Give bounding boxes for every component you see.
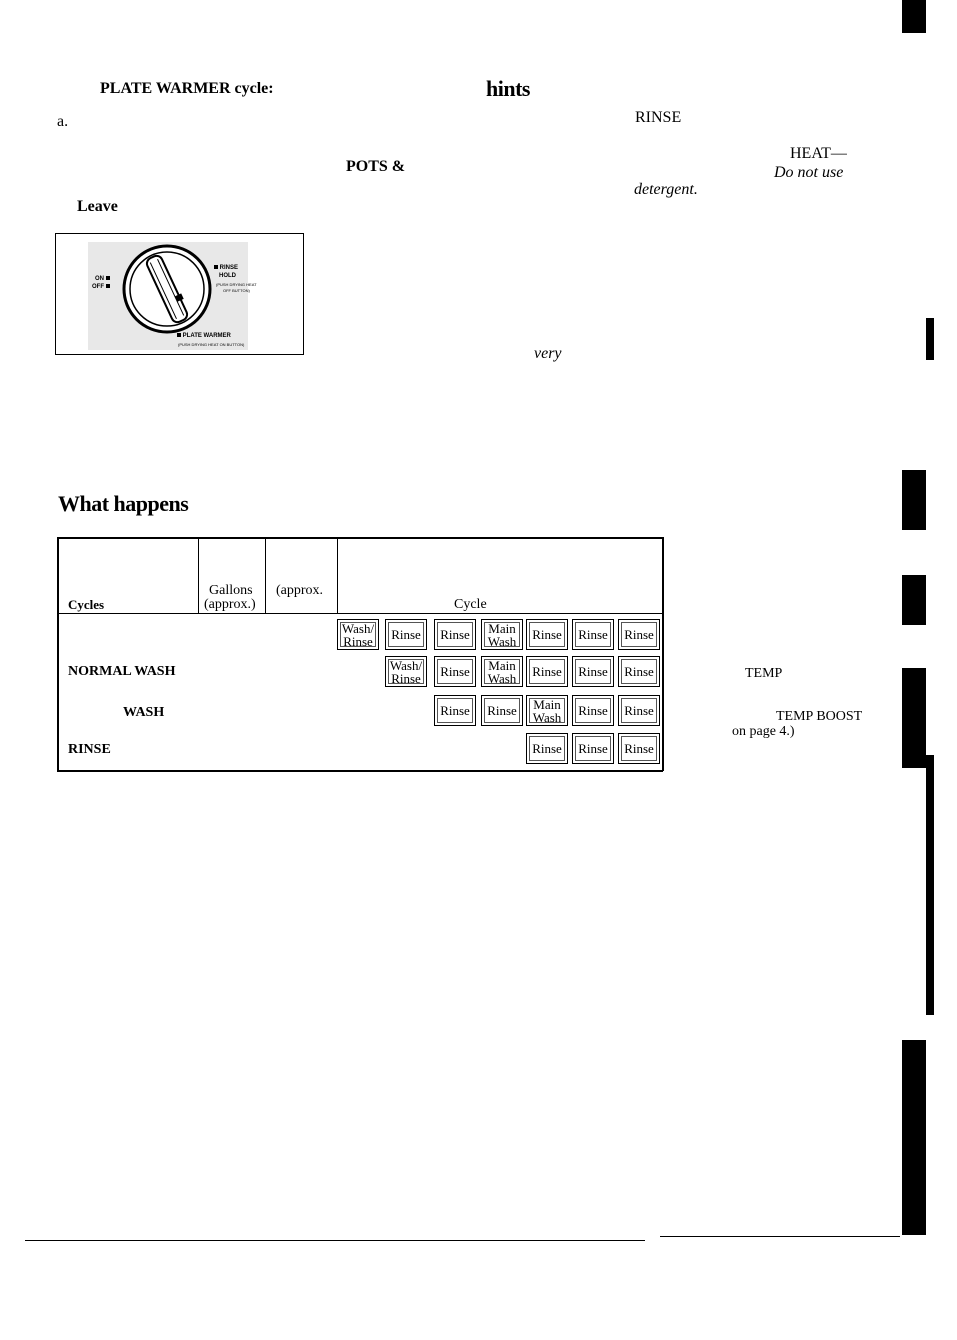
cycle-step-label: Wash [532, 709, 562, 725]
cycle-step-label: Rinse [578, 664, 608, 679]
cycle-step-cell: Rinse [434, 695, 476, 726]
item-a-marker: a. [57, 113, 69, 130]
edge-bar-long [926, 755, 934, 1015]
cycle-step-label: Rinse [440, 703, 470, 718]
cycle-step-label: Rinse [532, 741, 562, 756]
cycle-step-label: Rinse [440, 627, 470, 642]
cycle-step-label: Rinse [578, 627, 608, 642]
cycle-step-label: Rinse [391, 627, 421, 642]
hint-very: very [534, 345, 562, 362]
cycle-step-cell: Rinse [572, 695, 614, 726]
header-gallons-approx: (approx.) [204, 597, 256, 612]
leave-text: Leave [77, 198, 118, 215]
cycle-step-label: Rinse [391, 670, 421, 686]
cycle-step-cell: Rinse [434, 656, 476, 687]
header-cycles: Cycles [68, 597, 105, 612]
dial-on-label: ON [95, 276, 110, 283]
cycle-step-label: Wash/ [389, 657, 423, 673]
cycle-step-cell: Rinse [618, 695, 660, 726]
edge-tab-strip-3 [902, 668, 926, 768]
header-gallons: Gallons [209, 583, 253, 598]
cycle-step-label: Rinse [624, 627, 654, 642]
cycle-step-label: Rinse [343, 633, 373, 649]
hint-pots: POTS & [346, 158, 406, 175]
row-label-wash: WASH [123, 705, 165, 720]
dial-knob-icon [122, 244, 212, 334]
cycle-step-label: Rinse [624, 741, 654, 756]
cycle-step-label: Rinse [440, 664, 470, 679]
edge-tab-strip-1 [902, 470, 926, 530]
header-cycle: Cycle [454, 597, 487, 612]
side-note-temp-boost: TEMP BOOST [776, 709, 863, 724]
side-note-on-page: on page 4.) [732, 724, 795, 739]
cycle-step-cell: Rinse [572, 733, 614, 764]
edge-bar-top [902, 0, 926, 33]
cycle-step-cell: Rinse [618, 619, 660, 650]
cycle-step-cell: Wash/Rinse [385, 656, 427, 687]
what-happens-title: What happens [58, 491, 189, 516]
hint-heat: HEAT— [790, 145, 847, 162]
control-dial-illustration: ON OFF RINSE HOLD (PUSH DRYING HEAT OFF … [55, 233, 304, 355]
dial-hold-note-1: (PUSH DRYING HEAT [216, 282, 257, 287]
cycle-step-label: Rinse [624, 703, 654, 718]
dial-plate-note: (PUSH DRYING HEAT ON BUTTON) [178, 342, 245, 347]
cycle-step-cell: Rinse [572, 619, 614, 650]
cycle-step-label: Rinse [532, 627, 562, 642]
cycle-step-label: Rinse [578, 703, 608, 718]
cycle-step-cell: Rinse [526, 619, 568, 650]
hints-title: hints [486, 76, 530, 101]
dial-rinse-label: RINSE [214, 265, 238, 272]
dial-plate-warmer-label: PLATE WARMER [177, 333, 231, 340]
bottom-rule-right [660, 1236, 900, 1237]
cycle-step-cell: Rinse [572, 656, 614, 687]
cycle-step-label: Main [533, 696, 561, 712]
cycle-step-label: Wash [487, 670, 517, 686]
plate-warmer-heading: PLATE WARMER cycle: [100, 80, 274, 97]
edge-bar-bottom [902, 1040, 926, 1235]
dial-hold-label: HOLD [219, 273, 236, 279]
dial-off-label: OFF [92, 284, 110, 291]
cycle-step-label: Rinse [487, 703, 517, 718]
cycle-step-cell: Rinse [526, 733, 568, 764]
row-label-rinse: RINSE [68, 742, 111, 757]
side-note-temp: TEMP [745, 666, 783, 681]
cycle-step-label: Wash [487, 633, 517, 649]
row-label-normal-wash: NORMAL WASH [68, 664, 176, 679]
edge-tab-strip-2 [902, 575, 926, 625]
cycle-step-label: Main [488, 657, 516, 673]
dial-hold-note-2: OFF BUTTON) [223, 288, 250, 293]
cycle-step-cell: Wash/Rinse [337, 619, 379, 650]
hint-do-not-use: Do not use [774, 164, 844, 181]
cycle-step-cell: Rinse [434, 619, 476, 650]
cycle-step-cell: Rinse [618, 733, 660, 764]
cycle-step-cell: Rinse [526, 656, 568, 687]
header-minutes-approx: (approx. [276, 583, 324, 598]
cycle-step-cell: Rinse [481, 695, 523, 726]
cycle-step-label: Main [488, 620, 516, 636]
cycle-step-label: Wash/ [341, 620, 375, 636]
cycle-step-cell: Rinse [618, 656, 660, 687]
cycle-step-cell: Rinse [385, 619, 427, 650]
cycle-step-label: Rinse [578, 741, 608, 756]
hint-rinse: RINSE [635, 109, 682, 126]
bottom-rule-left [25, 1240, 645, 1241]
cycle-table: Cycles Gallons (approx.) (approx. Cycle … [57, 537, 664, 772]
edge-bar-marker [926, 318, 934, 360]
cycle-step-label: Rinse [532, 664, 562, 679]
hint-detergent: detergent. [634, 181, 698, 198]
cycle-step-label: Rinse [624, 664, 654, 679]
